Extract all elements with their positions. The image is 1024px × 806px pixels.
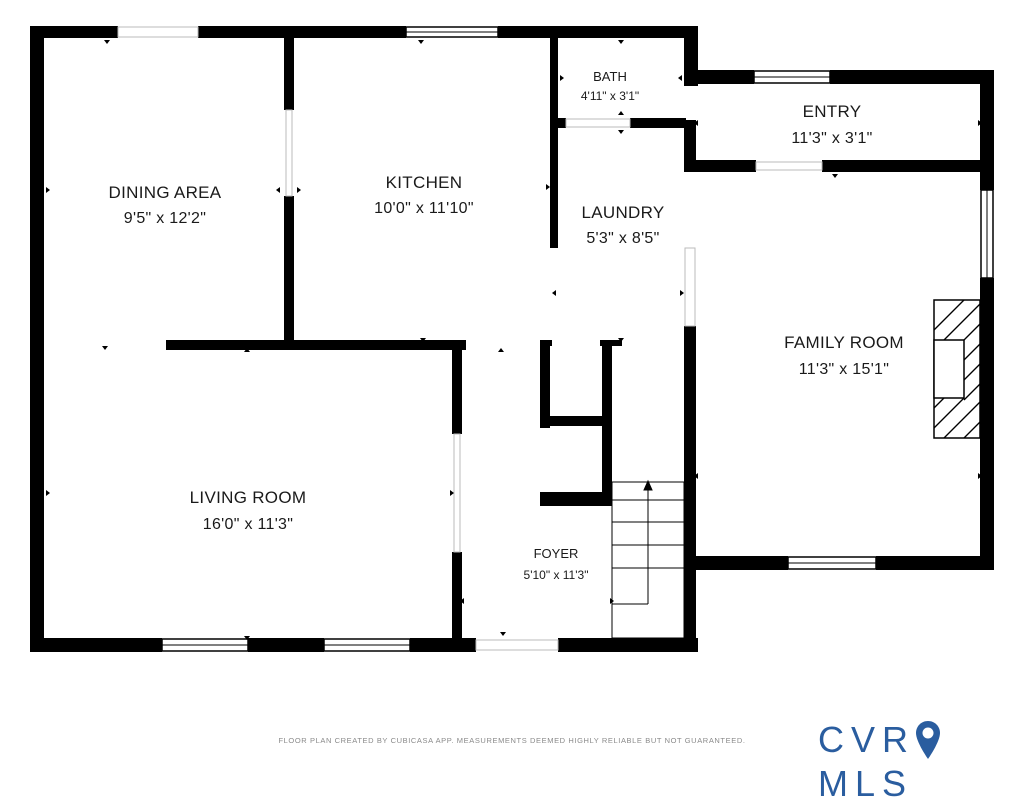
wall xyxy=(540,492,612,506)
wall xyxy=(498,26,698,38)
wall xyxy=(452,340,462,434)
wall xyxy=(248,638,324,652)
room-name-laundry: LAUNDRY xyxy=(581,203,664,222)
wall xyxy=(980,278,994,568)
room-name-foyer: FOYER xyxy=(534,546,579,561)
room-dims-family: 11'3" x 15'1" xyxy=(799,361,889,378)
floor-plan: DINING AREA 9'5" x 12'2" KITCHEN 10'0" x… xyxy=(30,26,994,652)
wall xyxy=(876,556,994,570)
wall xyxy=(540,340,550,428)
dimension-marks xyxy=(46,40,982,640)
room-dims-dining: 9'5" x 12'2" xyxy=(124,210,206,227)
wall xyxy=(684,70,754,84)
brand-right-text: MLS xyxy=(818,763,914,804)
wall xyxy=(600,340,622,346)
wall xyxy=(830,70,994,84)
room-dims-entry: 11'3" x 3'1" xyxy=(791,130,872,147)
brand-left-text: CVR xyxy=(818,719,916,760)
wall xyxy=(30,26,118,38)
room-name-living: LIVING ROOM xyxy=(190,488,307,507)
door-opening xyxy=(475,639,559,651)
openings xyxy=(117,26,823,651)
wall xyxy=(30,26,44,652)
wall xyxy=(822,160,994,172)
wall xyxy=(684,326,696,652)
room-dims-foyer: 5'10" x 11'3" xyxy=(524,568,589,582)
room-name-kitchen: KITCHEN xyxy=(386,173,463,192)
wall xyxy=(284,38,294,110)
room-name-entry: ENTRY xyxy=(803,102,862,121)
door-opening xyxy=(285,109,293,197)
wall xyxy=(284,196,294,344)
room-name-bath: BATH xyxy=(593,69,627,84)
wall xyxy=(602,340,612,506)
room-dims-laundry: 5'3" x 8'5" xyxy=(586,230,659,247)
wall xyxy=(166,340,466,350)
wall xyxy=(684,120,696,162)
map-pin-icon xyxy=(916,721,941,759)
door-opening xyxy=(684,247,696,327)
wall xyxy=(684,160,756,172)
wall xyxy=(558,118,566,128)
wall xyxy=(558,638,698,652)
wall xyxy=(684,556,788,570)
room-dims-kitchen: 10'0" x 11'10" xyxy=(374,200,474,217)
wall xyxy=(410,638,476,652)
door-opening xyxy=(117,26,199,38)
cvrmls-logo: CVRMLS xyxy=(818,718,1024,804)
wall xyxy=(630,118,686,128)
stairs xyxy=(611,479,685,639)
disclaimer-text: FLOOR PLAN CREATED BY CUBICASA APP. MEAS… xyxy=(278,736,746,745)
wall xyxy=(30,638,162,652)
room-dims-bath: 4'11" x 3'1" xyxy=(581,89,639,103)
wall xyxy=(540,416,612,426)
walls xyxy=(30,26,994,652)
room-labels: DINING AREA 9'5" x 12'2" KITCHEN 10'0" x… xyxy=(109,69,904,582)
wall xyxy=(198,26,406,38)
fireplace xyxy=(933,299,981,439)
wall xyxy=(452,552,462,652)
room-name-family: FAMILY ROOM xyxy=(784,333,904,352)
room-dims-living: 16'0" x 11'3" xyxy=(203,516,293,533)
door-opening xyxy=(565,118,631,128)
room-name-dining: DINING AREA xyxy=(109,183,222,202)
door-opening xyxy=(755,161,823,171)
door-opening xyxy=(453,433,461,553)
wall xyxy=(550,38,558,248)
